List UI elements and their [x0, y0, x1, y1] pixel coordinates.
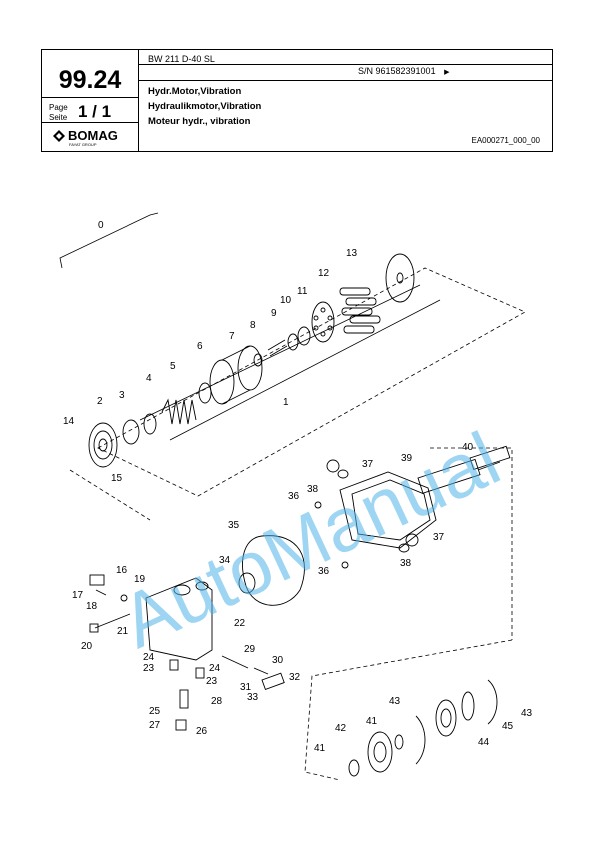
callout-label: 7 [229, 331, 235, 342]
header-rule [138, 80, 552, 81]
callout-label: 0 [98, 220, 104, 231]
page-label-en: Page [49, 103, 68, 112]
callout-label: 38 [307, 484, 319, 495]
callout-label: 45 [502, 721, 514, 732]
callout-label: 12 [318, 268, 330, 279]
callout-label: 18 [86, 601, 98, 612]
callout-label: 36 [318, 566, 330, 577]
callout-label: 19 [134, 574, 146, 585]
callout-label: 43 [521, 708, 533, 719]
callout-label: 3 [119, 390, 125, 401]
logo-subtext: FAYAT GROUP [69, 142, 97, 147]
title-en: Hydr.Motor,Vibration [148, 86, 242, 97]
model-name: BW 211 D-40 SL [148, 54, 215, 64]
callout-label: 36 [288, 491, 300, 502]
callout-label: 28 [211, 696, 223, 707]
header-rule [138, 64, 552, 65]
callout-label: 35 [228, 520, 240, 531]
callout-label: 32 [289, 672, 301, 683]
callout-label: 24 [143, 652, 155, 663]
callout-label: 26 [196, 726, 208, 737]
watermark-text: AutoManual [109, 416, 513, 664]
bomag-logo: BOMAG FAYAT GROUP [52, 128, 130, 155]
titles: Hydr.Motor,Vibration Hydraulikmotor,Vibr… [148, 84, 261, 129]
callout-label: 5 [170, 361, 176, 372]
header-rule [42, 97, 138, 98]
document-id: EA000271_000_00 [471, 136, 540, 145]
callout-label: 8 [250, 320, 256, 331]
callout-label: 11 [297, 286, 308, 297]
header-divider [138, 50, 139, 151]
callout-label: 22 [234, 618, 246, 629]
callout-label: 42 [335, 723, 347, 734]
callout-label: 30 [272, 655, 284, 666]
page-label-de: Seite [49, 113, 68, 122]
title-fr: Moteur hydr., vibration [148, 116, 251, 127]
callout-label: 31 [240, 682, 252, 693]
callout-label: 25 [149, 706, 161, 717]
callout-label: 17 [72, 590, 84, 601]
callout-label: 40 [462, 442, 474, 453]
title-de: Hydraulikmotor,Vibration [148, 101, 262, 112]
bomag-logo-icon [53, 130, 65, 142]
callout-label: 29 [244, 644, 256, 655]
callout-label: 38 [400, 558, 412, 569]
callout-label: 41 [314, 743, 326, 754]
callout-label: 4 [146, 373, 152, 384]
callout-label: 39 [401, 453, 413, 464]
callout-label: 10 [280, 295, 292, 306]
logo-text: BOMAG [68, 128, 118, 143]
callout-label: 33 [247, 692, 259, 703]
callout-label: 24 [209, 663, 221, 674]
callout-label: 37 [433, 532, 445, 543]
callout-label: 9 [271, 308, 277, 319]
callout-label: 43 [389, 696, 401, 707]
callout-label: 27 [149, 720, 161, 731]
callout-label: 15 [111, 473, 123, 484]
callout-label: 34 [219, 555, 231, 566]
header-block: 99.24 Page Seite 1 / 1 BOMAG FAYAT GROUP… [41, 49, 553, 152]
callout-label: 23 [206, 676, 218, 687]
header-rule [42, 122, 138, 123]
callout-label: 21 [117, 626, 129, 637]
page-number: 99.24 [58, 66, 122, 94]
callout-label: 16 [116, 565, 128, 576]
callout-label: 6 [197, 341, 203, 352]
callout-label: 44 [478, 737, 490, 748]
page-value: 1 / 1 [78, 102, 112, 121]
callout-label: 14 [63, 416, 75, 427]
callout-label: 37 [362, 459, 374, 470]
callout-label: 1 [283, 397, 289, 408]
serial-number: S/N 961582391001 ▶ [358, 66, 449, 76]
callout-label: 13 [346, 248, 358, 259]
serial-text: S/N 961582391001 [358, 66, 436, 76]
serial-arrow-icon: ▶ [444, 69, 450, 76]
callout-label: 41 [366, 716, 378, 727]
callout-label: 2 [97, 396, 103, 407]
callout-label: 23 [143, 663, 155, 674]
callout-label: 20 [81, 641, 93, 652]
